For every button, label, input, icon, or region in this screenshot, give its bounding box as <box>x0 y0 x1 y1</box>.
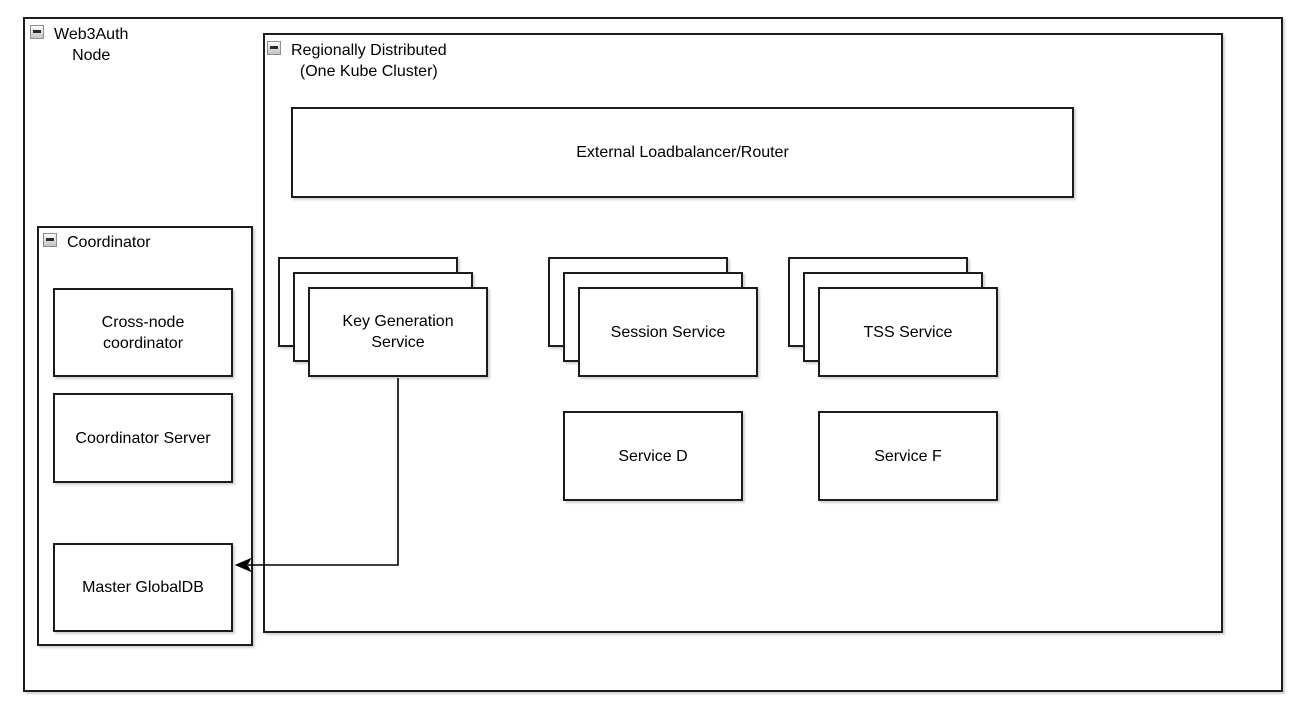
label-line: Service <box>371 334 425 351</box>
minus-glyph <box>46 238 54 241</box>
node-service-f-label: Service F <box>874 447 942 465</box>
label-line: (One Kube Cluster) <box>299 63 438 80</box>
node-tss-service[interactable]: TSS Service <box>818 287 998 377</box>
group-regionally-distributed-label: Regionally Distributed (One Kube Cluster… <box>291 40 447 82</box>
node-key-generation-service-stack[interactable]: Key Generation Service <box>278 257 488 377</box>
node-cross-node-coordinator[interactable]: Cross-node coordinator <box>53 288 233 377</box>
label-line: Regionally Distributed <box>291 42 447 59</box>
node-service-d[interactable]: Service D <box>563 411 743 501</box>
node-session-service-stack[interactable]: Session Service <box>548 257 758 377</box>
minus-glyph <box>33 30 41 33</box>
node-service-f[interactable]: Service F <box>818 411 998 501</box>
node-external-loadbalancer[interactable]: External Loadbalancer/Router <box>291 107 1074 198</box>
collapse-icon[interactable] <box>30 25 44 39</box>
collapse-icon[interactable] <box>267 41 281 55</box>
node-key-generation-service[interactable]: Key Generation Service <box>308 287 488 377</box>
label-line: coordinator <box>102 334 184 352</box>
label-line: Key Generation <box>342 313 454 330</box>
node-session-service[interactable]: Session Service <box>578 287 758 377</box>
node-tss-service-stack[interactable]: TSS Service <box>788 257 998 377</box>
group-web3auth-node-header: Web3Auth Node <box>30 24 128 66</box>
label-line: Web3Auth <box>54 26 129 43</box>
group-web3auth-node-label: Web3Auth Node <box>54 24 128 66</box>
node-tss-service-label: TSS Service <box>863 323 953 341</box>
group-regionally-distributed-header: Regionally Distributed (One Kube Cluster… <box>267 40 447 82</box>
label-line: Node <box>72 47 111 64</box>
node-master-globaldb-label: Master GlobalDB <box>82 579 204 596</box>
node-external-loadbalancer-label: External Loadbalancer/Router <box>576 144 789 161</box>
group-coordinator-header: Coordinator <box>43 232 151 253</box>
node-master-globaldb[interactable]: Master GlobalDB <box>53 543 233 632</box>
node-coordinator-server-label: Coordinator Server <box>75 429 211 447</box>
node-session-service-label: Session Service <box>610 323 726 341</box>
label-line: Cross-node <box>101 313 185 331</box>
minus-glyph <box>270 46 278 49</box>
node-coordinator-server[interactable]: Coordinator Server <box>53 393 233 483</box>
node-service-d-label: Service D <box>618 447 688 465</box>
group-coordinator-label: Coordinator <box>67 234 151 251</box>
collapse-icon[interactable] <box>43 233 57 247</box>
